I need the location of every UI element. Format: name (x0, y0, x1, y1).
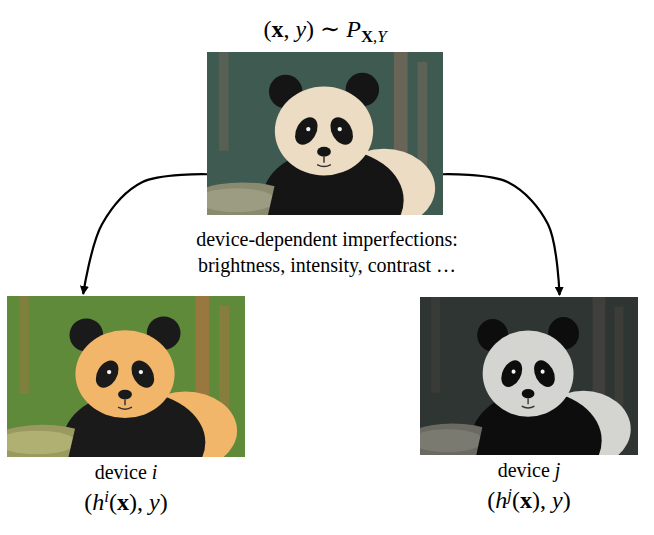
text-run: ( (263, 16, 271, 42)
text-run: ( (84, 489, 92, 515)
text-run: ), (532, 487, 552, 513)
text-run: , (283, 16, 295, 42)
math-caption: (x, y) ∼ PX,Y (263, 16, 386, 46)
text-run: j (555, 459, 561, 481)
text-run: ( (512, 487, 520, 513)
text-run: y (552, 487, 563, 513)
panda-photo-dark (420, 297, 638, 455)
text-run: j (507, 485, 512, 504)
curved-arrow (83, 174, 207, 294)
panda-photo-warm (7, 296, 245, 457)
math-caption: (hi(x), y) (84, 487, 167, 516)
text-run: device (95, 461, 152, 483)
text-run: , (373, 27, 377, 46)
text-run: ), (129, 489, 149, 515)
text-run: device (498, 459, 555, 481)
text-run: x (520, 487, 532, 513)
text-run: x (117, 489, 129, 515)
text-run: x (271, 16, 283, 42)
text-run: i (104, 487, 109, 506)
text-run: X (361, 27, 373, 46)
text-run: ) (563, 487, 571, 513)
text-run: h (495, 487, 507, 513)
curved-arrow (443, 174, 560, 295)
text-run: Y (377, 27, 386, 46)
text-run: y (295, 16, 306, 42)
text-run: P (346, 16, 361, 42)
text-run: ( (487, 487, 495, 513)
image-node: (x, y) ∼ PX,Y (207, 52, 443, 215)
text-run: h (92, 489, 104, 515)
annotation-text: device-dependent imperfections: brightne… (162, 226, 492, 278)
text-run: ) ∼ (306, 16, 346, 42)
text-run: y (149, 489, 160, 515)
text-run: ( (109, 489, 117, 515)
panda-photo (207, 52, 443, 215)
math-caption: (hj(x), y) (487, 485, 570, 514)
text-run: ) (160, 489, 168, 515)
text-run: i (152, 461, 158, 483)
device-caption: device i (95, 461, 158, 484)
image-node: device i(hi(x), y) (7, 296, 245, 457)
image-node: device j(hj(x), y) (420, 297, 638, 455)
device-caption: device j (498, 459, 561, 482)
